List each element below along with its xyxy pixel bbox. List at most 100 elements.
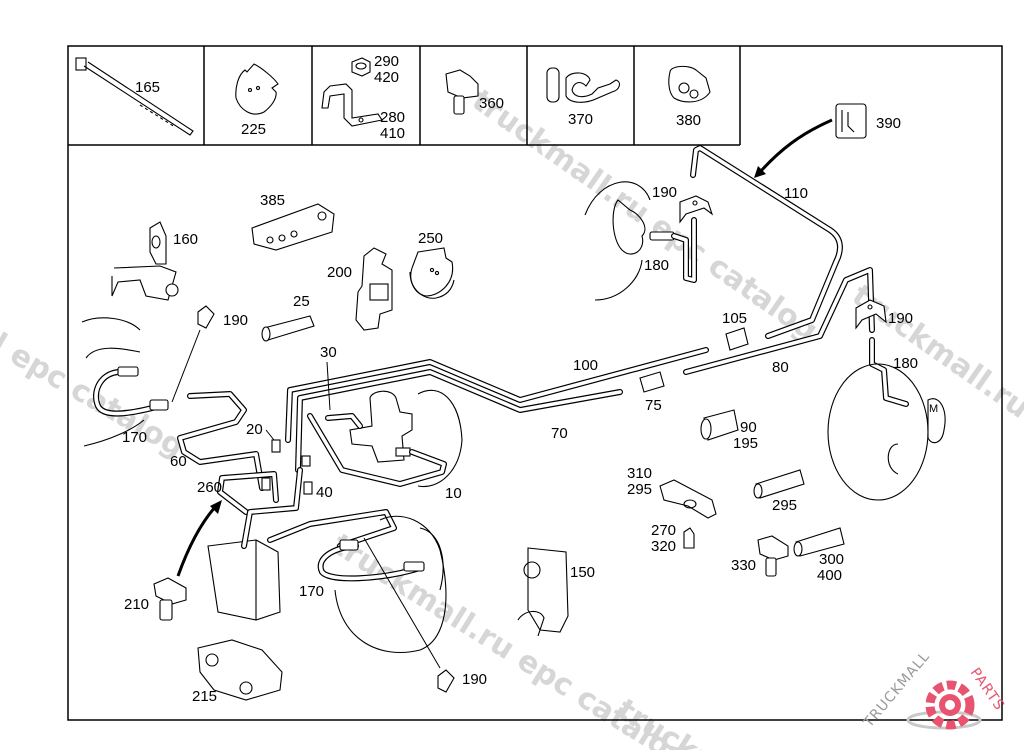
brake-line-to-rear xyxy=(267,509,397,549)
brand-name-part1: TRUCKMALL xyxy=(860,648,933,731)
part-label-170-bottom[interactable]: 170 xyxy=(299,583,324,600)
bracket-190-right-icon xyxy=(855,299,887,330)
part-label-280[interactable]: 280 xyxy=(380,109,405,126)
part-label-180-right[interactable]: 180 xyxy=(893,355,918,372)
part-label-70[interactable]: 70 xyxy=(551,425,568,442)
brake-line-10 xyxy=(307,413,447,487)
holder-260-icon xyxy=(659,479,717,519)
arrowhead-icon xyxy=(754,166,766,178)
gear-icon xyxy=(925,680,975,730)
bracket-190-top xyxy=(679,195,714,224)
part-label-150[interactable]: 150 xyxy=(570,564,595,581)
nut-icon xyxy=(351,57,371,77)
watermark: truckmall.ru epc catalog xyxy=(465,83,824,349)
part-label-60[interactable]: 60 xyxy=(170,453,187,470)
part-label-260[interactable]: 310 xyxy=(627,465,652,482)
part-label-215[interactable]: 215 xyxy=(192,688,217,705)
screw-fitting-20-icon xyxy=(261,439,281,491)
part-label-385[interactable]: 385 xyxy=(260,192,285,209)
brake-disc-bottom xyxy=(334,515,447,654)
part-label-25[interactable]: 25 xyxy=(293,293,310,310)
part-label-20[interactable]: 20 xyxy=(246,421,263,438)
part-label-300[interactable]: 300 xyxy=(819,551,844,568)
connector-sleeve-105-icon xyxy=(725,327,749,351)
legend-strip xyxy=(68,46,741,146)
part-label-190-left[interactable]: 190 xyxy=(223,312,248,329)
part-label-110[interactable]: 110 xyxy=(784,185,808,202)
line-clip-holder-icon xyxy=(251,203,335,251)
part-label-225[interactable]: 225 xyxy=(241,121,266,138)
part-label-270[interactable]: 270 xyxy=(651,522,676,539)
part-label-200[interactable]: 200 xyxy=(327,264,352,281)
part-label-330[interactable]: 330 xyxy=(731,557,756,574)
part-label-50[interactable]: 260 xyxy=(197,479,222,496)
part-label-310[interactable]: 295 xyxy=(627,481,652,498)
sleeve-25-icon xyxy=(261,315,315,342)
part-label-10[interactable]: 10 xyxy=(445,485,462,502)
bleed-screw-icon xyxy=(683,527,695,549)
part-label-190-top[interactable]: 190 xyxy=(652,184,677,201)
connector-sleeve-75-icon xyxy=(639,371,665,393)
brake-line-100 xyxy=(285,347,709,443)
part-label-40[interactable]: 40 xyxy=(316,484,333,501)
arrow-icon xyxy=(176,505,218,577)
part-label-90[interactable]: 90 xyxy=(740,419,757,436)
brake-disc-right: M xyxy=(827,363,946,501)
part-label-380[interactable]: 380 xyxy=(676,112,701,129)
part-label-295[interactable]: 295 xyxy=(772,497,797,514)
sensor-plug-330-icon xyxy=(757,535,789,577)
brake-disc-left xyxy=(81,317,145,447)
part-label-320[interactable]: 320 xyxy=(651,538,676,555)
caliper-marking: M xyxy=(929,403,938,415)
brake-disc-top xyxy=(584,181,675,301)
part-label-170-left[interactable]: 170 xyxy=(122,429,147,446)
sensor-bracket-150-icon xyxy=(517,547,569,637)
master-cylinder-booster xyxy=(349,389,463,488)
part-label-400[interactable]: 400 xyxy=(817,567,842,584)
bracket-clip-190-left-icon xyxy=(197,305,215,329)
part-label-195[interactable]: 195 xyxy=(733,435,758,452)
bracket-clip-190-bottom-icon xyxy=(437,669,455,693)
part-label-210[interactable]: 210 xyxy=(124,596,149,613)
part-label-180-top[interactable]: 180 xyxy=(644,257,669,274)
connector-block-215-icon xyxy=(197,639,283,701)
part-label-250[interactable]: 250 xyxy=(418,230,443,247)
cover-plate-250-icon xyxy=(409,247,455,299)
cable-tie-icon xyxy=(75,57,194,136)
watermarks: truckmall.ru epc catalog l epc catalog t… xyxy=(0,83,1024,750)
brake-line-70 xyxy=(295,369,623,473)
abs-unit xyxy=(207,539,281,621)
brand-logo: TRUCKMALL PARTS xyxy=(860,648,1007,731)
diagram-frame xyxy=(67,45,1003,721)
sleeve-295-icon xyxy=(753,469,805,499)
brake-line-80 xyxy=(683,267,875,375)
part-label-410[interactable]: 410 xyxy=(380,125,405,142)
part-label-75[interactable]: 75 xyxy=(645,397,662,414)
part-label-370[interactable]: 370 xyxy=(568,111,593,128)
part-label-160[interactable]: 160 xyxy=(173,231,198,248)
part-label-420[interactable]: 420 xyxy=(374,69,399,86)
part-label-390[interactable]: 390 xyxy=(876,115,901,132)
connector-icon xyxy=(668,65,711,103)
part-label-360[interactable]: 360 xyxy=(479,95,504,112)
brake-pad-bracket-icon xyxy=(355,247,393,331)
clip-with-pin-icon xyxy=(546,67,621,103)
part-label-105[interactable]: 105 xyxy=(722,310,747,327)
part-label-80[interactable]: 80 xyxy=(772,359,789,376)
part-label-30[interactable]: 30 xyxy=(320,344,337,361)
part-label-100[interactable]: 100 xyxy=(573,357,598,374)
part-label-165[interactable]: 165 xyxy=(135,79,160,96)
part-label-190-right[interactable]: 190 xyxy=(888,310,913,327)
sleeve-300-icon xyxy=(793,527,845,557)
arrow-icon xyxy=(758,118,833,174)
brake-line-110 xyxy=(690,145,843,339)
arrowhead-icon xyxy=(210,500,222,514)
part-label-290[interactable]: 290 xyxy=(374,53,399,70)
part-label-190-bottom[interactable]: 190 xyxy=(462,671,487,688)
sensor-bracket-160-icon xyxy=(111,221,179,301)
cover-plate-icon xyxy=(235,63,279,115)
sleeve-90-icon xyxy=(700,409,739,441)
brake-line-50 xyxy=(217,471,279,515)
